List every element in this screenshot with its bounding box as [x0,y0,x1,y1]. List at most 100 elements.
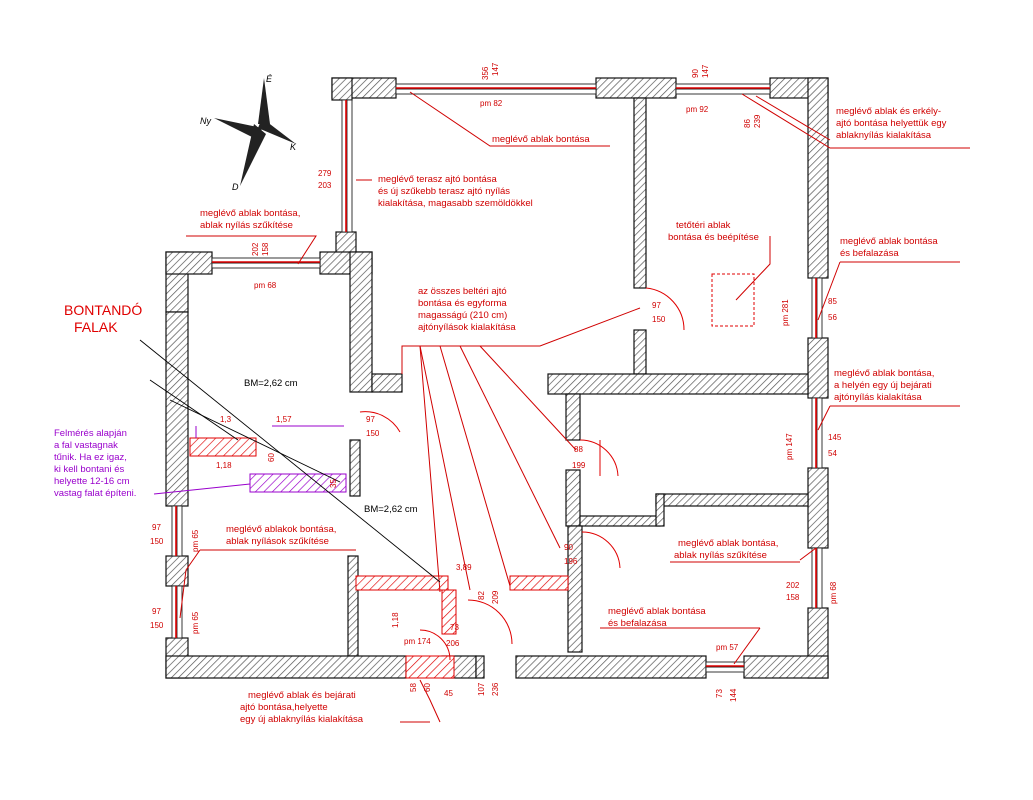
svg-text:150: 150 [150,621,164,630]
svg-text:1,3: 1,3 [220,415,232,424]
annotation-2: meglévő ablak és erkély- ajtó bontása he… [836,106,947,141]
svg-text:kialakítása, magasabb szemöldö: kialakítása, magasabb szemöldökkel [378,198,533,209]
demolish-walls [189,437,569,679]
svg-text:egy új ablaknyílás kialakítása: egy új ablaknyílás kialakítása [240,714,364,725]
svg-text:158: 158 [786,593,800,602]
dimension-labels: 356 147 pm 82 90 147 pm 92 86 239 279 20… [150,62,842,702]
survey-note: Felmérés alapján a fal vastagnak tűnik. … [54,428,136,499]
svg-text:meglévő ablak bontása: meglévő ablak bontása [608,606,706,617]
svg-text:pm 92: pm 92 [686,105,709,114]
svg-text:Felmérés alapján: Felmérés alapján [54,428,127,439]
svg-text:ajtónyílások kialakítása: ajtónyílások kialakítása [418,322,516,333]
svg-text:147: 147 [701,64,710,78]
annotation-11: meglévő ablak bontása és befalazása [608,606,706,629]
svg-text:pm 65: pm 65 [191,611,200,634]
doors [359,287,685,661]
svg-text:209: 209 [491,590,500,604]
annotation-12: meglévő ablak és bejárati ajtó bontása,h… [240,690,364,725]
svg-text:90: 90 [564,543,573,552]
svg-text:56: 56 [828,313,837,322]
svg-text:60: 60 [267,453,276,462]
annotation-8: meglévő ablak bontása, a helyén egy új b… [834,368,934,403]
svg-text:és befalazása: és befalazása [608,618,667,629]
demolish-openings [175,87,817,667]
svg-text:206: 206 [446,639,460,648]
svg-text:236: 236 [491,682,500,696]
svg-text:35: 35 [329,479,338,488]
compass-e-label: K [290,142,297,152]
svg-text:ablaknyílás kialakítása: ablaknyílás kialakítása [836,130,932,141]
svg-text:107: 107 [477,682,486,696]
svg-text:ajtó bontása helyettük egy: ajtó bontása helyettük egy [836,118,947,129]
annotation-5: tetőtéri ablak bontása és beépítése [668,220,759,243]
svg-text:a helyén egy új bejárati: a helyén egy új bejárati [834,380,932,391]
svg-text:86: 86 [743,119,752,128]
svg-text:pm 68: pm 68 [829,581,838,604]
svg-text:bontása és beépítése: bontása és beépítése [668,232,759,243]
svg-text:magasságú (210 cm): magasságú (210 cm) [418,310,507,321]
svg-text:meglévő ablak bontása,: meglévő ablak bontása, [678,538,778,549]
svg-text:ablak nyílás szűkítése: ablak nyílás szűkítése [200,220,293,231]
svg-text:meglévő ablak bontása,: meglévő ablak bontása, [200,208,300,219]
svg-text:90: 90 [691,69,700,78]
annotation-1: meglévő ablak bontása [492,134,590,145]
svg-text:144: 144 [729,688,738,702]
svg-text:és új szűkebb terasz ajtó nyíl: és új szűkebb terasz ajtó nyílás [378,186,510,197]
svg-text:a fal vastagnak: a fal vastagnak [54,440,118,451]
svg-text:97: 97 [152,607,161,616]
svg-text:tetőtéri ablak: tetőtéri ablak [676,220,731,231]
svg-text:279: 279 [318,169,332,178]
annotation-4: meglévő ablak bontása, ablak nyílás szűk… [200,208,300,231]
svg-text:pm 281: pm 281 [781,299,790,326]
svg-text:145: 145 [828,433,842,442]
svg-text:helyette 12-16 cm: helyette 12-16 cm [54,476,130,487]
room-height-1: BM=2,62 cm [244,378,298,389]
room-height-2: BM=2,62 cm [364,504,418,515]
svg-text:97: 97 [152,523,161,532]
svg-text:85: 85 [828,297,837,306]
svg-text:meglévő ablak és erkély-: meglévő ablak és erkély- [836,106,941,117]
survey-lines [153,425,344,495]
compass-s-label: D [232,182,239,192]
svg-text:pm 68: pm 68 [254,281,277,290]
svg-text:meglévő ablakok bontása,: meglévő ablakok bontása, [226,524,336,535]
svg-text:pm 147: pm 147 [785,433,794,460]
svg-text:73: 73 [450,623,459,632]
svg-text:pm 65: pm 65 [191,529,200,552]
svg-text:150: 150 [366,429,380,438]
leader-lines [179,91,970,723]
compass-rose: É D K Ny [200,74,297,192]
roof-window [711,273,755,327]
svg-text:pm 57: pm 57 [716,643,739,652]
svg-text:239: 239 [753,114,762,128]
svg-text:meglévő ablak bontása: meglévő ablak bontása [492,134,590,145]
svg-text:97: 97 [652,301,661,310]
svg-text:ajtó bontása,helyette: ajtó bontása,helyette [240,702,328,713]
svg-text:pm 174: pm 174 [404,637,431,646]
svg-text:60: 60 [423,683,432,692]
annotation-9: meglévő ablakok bontása, ablak nyílások … [226,524,336,547]
annotation-10: meglévő ablak bontása, ablak nyílás szűk… [674,538,778,561]
svg-text:1,57: 1,57 [276,415,292,424]
svg-text:97: 97 [366,415,375,424]
svg-text:ablak nyílás szűkítése: ablak nyílás szűkítése [674,550,767,561]
svg-text:1,18: 1,18 [391,612,400,628]
svg-text:203: 203 [318,181,332,190]
svg-text:199: 199 [572,461,586,470]
svg-text:54: 54 [828,449,837,458]
svg-text:tűnik. Ha ez igaz,: tűnik. Ha ez igaz, [54,452,127,463]
svg-text:meglévő ablak és bejárati: meglévő ablak és bejárati [248,690,356,701]
svg-text:az összes beltéri ajtó: az összes beltéri ajtó [418,286,507,297]
svg-text:meglévő ablak bontása: meglévő ablak bontása [840,236,938,247]
svg-text:202: 202 [786,581,800,590]
svg-text:3,89: 3,89 [456,563,472,572]
compass-w-label: Ny [200,116,211,126]
svg-text:meglévő ablak bontása,: meglévő ablak bontása, [834,368,934,379]
svg-text:ajtónyílás kialakítása: ajtónyílás kialakítása [834,392,922,403]
svg-text:pm 82: pm 82 [480,99,503,108]
svg-text:vastag falat építeni.: vastag falat építeni. [54,488,136,499]
svg-text:és befalazása: és befalazása [840,248,899,259]
annotation-6: meglévő ablak bontása és befalazása [840,236,938,259]
svg-text:45: 45 [444,689,453,698]
